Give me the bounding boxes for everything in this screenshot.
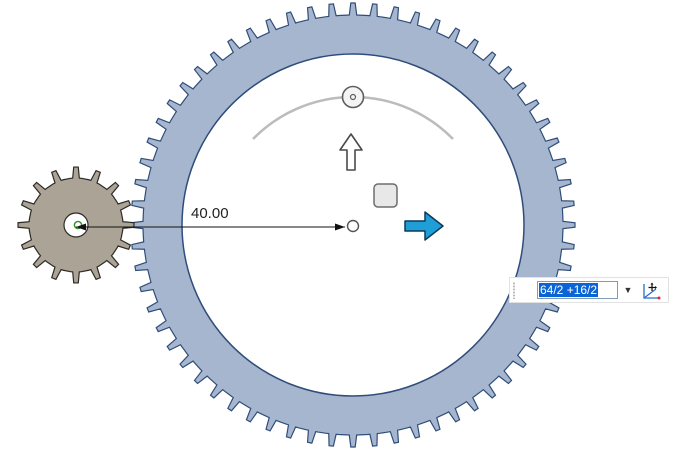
move-up-arrow-icon[interactable]: [339, 133, 363, 171]
small-gear-center-point[interactable]: [73, 220, 83, 230]
small-gear-bore: [63, 212, 89, 238]
rotate-pin-handle[interactable]: [341, 85, 365, 109]
drag-grip-icon[interactable]: [512, 282, 516, 299]
expression-value[interactable]: 64/2 +16/2: [539, 283, 599, 297]
expression-field[interactable]: 64/2 +16/2: [537, 281, 618, 299]
coordinate-system-icon[interactable]: [640, 280, 662, 302]
large-gear-center-point[interactable]: [346, 219, 360, 233]
distance-dimension[interactable]: 40.00: [76, 205, 345, 231]
expression-input-bar: 64/2 +16/2 ▼: [509, 277, 669, 303]
chevron-down-icon[interactable]: ▼: [623, 285, 633, 295]
planar-move-handle[interactable]: [373, 183, 398, 208]
dimension-value[interactable]: 40.00: [191, 205, 229, 222]
move-right-arrow-icon[interactable]: [404, 211, 444, 241]
